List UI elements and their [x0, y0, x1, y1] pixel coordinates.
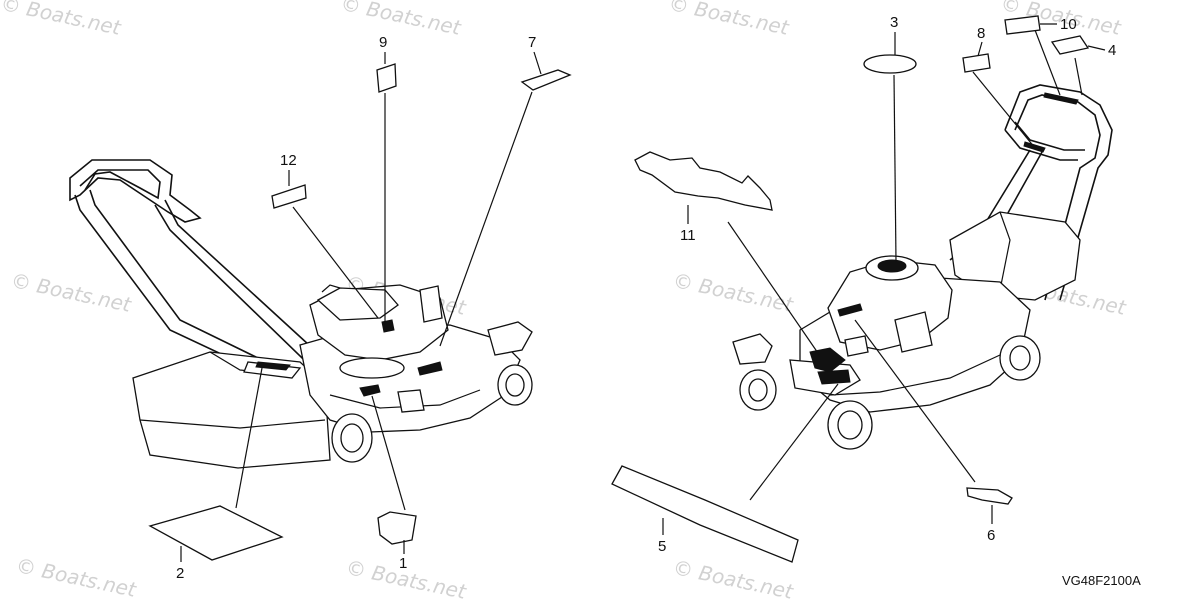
label-shape-8	[962, 53, 991, 73]
leader-line-6	[854, 319, 976, 483]
right-label-shapes	[611, 15, 1090, 563]
watermark: © Boats.net	[667, 0, 792, 40]
leader-line-5	[749, 383, 839, 501]
callout-7: 7	[528, 34, 536, 51]
leader-line-3	[893, 74, 897, 263]
leader-line-8	[972, 71, 1036, 149]
callout-9: 9	[379, 34, 387, 51]
label-shape-2	[148, 505, 284, 561]
label-shape-1	[377, 511, 417, 545]
label-shape-9	[376, 63, 397, 93]
watermark: © Boats.net	[9, 268, 134, 317]
label-shape-4	[1050, 35, 1090, 55]
leader-line-11	[727, 221, 821, 357]
callout-1: 1	[399, 555, 407, 572]
right-mower-engine	[789, 255, 953, 396]
callout-12: 12	[280, 152, 297, 169]
label-shape-6	[966, 487, 1013, 505]
leader-line-12	[292, 206, 379, 319]
diagram-reference-code: VG48F2100A	[1062, 573, 1141, 588]
label-shape-10	[1004, 15, 1041, 35]
left-mower-illustration	[69, 91, 533, 511]
callout-4: 4	[1108, 42, 1116, 59]
callout-10: 10	[1060, 16, 1077, 33]
watermark: © Boats.net	[671, 268, 796, 317]
left-callouts: 9 12 7 2 1	[176, 34, 542, 582]
label-shape-3	[863, 54, 917, 74]
leader-line-4	[1074, 57, 1083, 96]
right-mower-leader-lines	[727, 29, 1083, 501]
leader-line-7	[439, 91, 533, 347]
leader-line-10	[1034, 29, 1061, 96]
watermark: © Boats.net	[14, 553, 139, 599]
left-mower-engine	[309, 284, 449, 379]
left-label-shapes	[148, 63, 572, 561]
label-shape-5	[611, 465, 799, 563]
callout-3: 3	[890, 14, 898, 31]
callout-8: 8	[977, 25, 985, 42]
leader-line-1	[371, 395, 406, 511]
label-shape-12	[271, 184, 307, 209]
watermark: © Boats.net	[339, 0, 464, 40]
left-mower-leader-lines	[235, 91, 533, 511]
callout-5: 5	[658, 538, 666, 555]
callout-6: 6	[987, 527, 995, 544]
watermark: © Boats.net	[0, 0, 124, 40]
callout-11: 11	[680, 227, 696, 244]
watermark: © Boats.net	[671, 555, 796, 599]
right-mower-illustration	[727, 29, 1113, 501]
callout-2: 2	[176, 565, 184, 582]
label-shape-11	[634, 151, 773, 211]
leader-line-2	[235, 367, 263, 509]
label-shape-7	[520, 69, 572, 91]
left-mower-grass-bag	[132, 351, 331, 469]
right-callouts: 3 8 10 4 11 5 6	[658, 14, 1116, 555]
